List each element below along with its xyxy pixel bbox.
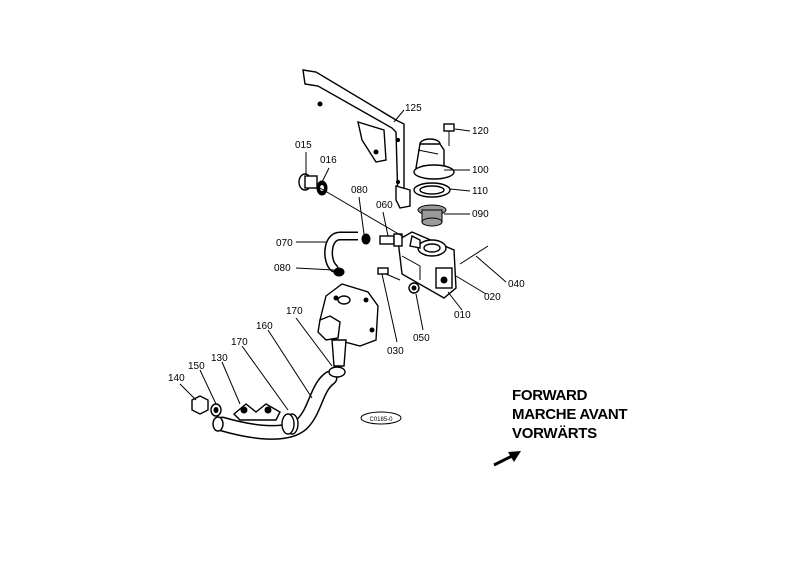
callout-125: 125: [405, 103, 422, 114]
pipe-130-part: [232, 403, 281, 421]
nut-part: [191, 395, 209, 415]
reference-stamp-text: C0185-0: [369, 417, 393, 423]
callout-040: 040: [508, 279, 525, 290]
callout-110: 110: [472, 186, 488, 197]
thermostat-housing-part: [397, 231, 457, 299]
washer-150-part: [210, 403, 222, 417]
gasket-part: [413, 182, 451, 198]
leader-lines: [179, 109, 507, 411]
gasket-080-part: [333, 233, 371, 277]
callout-160: 160: [256, 321, 273, 332]
clamp-part: [281, 366, 346, 435]
washer-part: [316, 180, 328, 196]
plug-050-part: [408, 282, 420, 294]
callout-170-upper: 170: [286, 306, 303, 317]
callout-060: 060: [376, 200, 393, 211]
callout-080-bottom: 080: [274, 263, 291, 274]
callout-070: 070: [276, 238, 293, 249]
callout-080-top: 080: [351, 185, 368, 196]
thermostat-cover-part: [413, 138, 455, 180]
union-part: [379, 233, 403, 247]
callout-170-lower: 170: [231, 337, 248, 348]
plug-part: [298, 173, 318, 191]
callout-130: 130: [211, 353, 228, 364]
callout-120: 120: [472, 126, 489, 137]
callout-010: 010: [454, 310, 471, 321]
callout-150: 150: [188, 361, 205, 372]
callout-050: 050: [413, 333, 430, 344]
callout-100: 100: [472, 165, 489, 176]
callout-016: 016: [320, 155, 337, 166]
thermostat-part: [417, 204, 447, 227]
direction-label-en: FORWARD: [512, 387, 588, 404]
direction-label-fr: MARCHE AVANT: [512, 406, 628, 423]
direction-label-de: VORWÄRTS: [512, 425, 597, 442]
bracket-part: [302, 69, 411, 209]
reference-stamp: C0185-0: [360, 411, 402, 425]
callout-015: 015: [295, 140, 312, 151]
direction-legend: FORWARD MARCHE AVANT VORWÄRTS: [512, 386, 628, 443]
forward-arrow-icon: [493, 451, 521, 467]
callout-030: 030: [387, 346, 404, 357]
stud-part: [459, 245, 489, 265]
callout-labels: 125 120 100 110 090 015 016 080 060 070 …: [168, 103, 525, 384]
hose-part: [212, 370, 338, 440]
callout-090: 090: [472, 209, 489, 220]
bolt-030-part: [377, 267, 401, 281]
pipe-part: [324, 231, 358, 273]
bolt-part: [443, 123, 455, 146]
callout-140: 140: [168, 373, 185, 384]
water-pump-part: [317, 283, 379, 367]
callout-020: 020: [484, 292, 501, 303]
